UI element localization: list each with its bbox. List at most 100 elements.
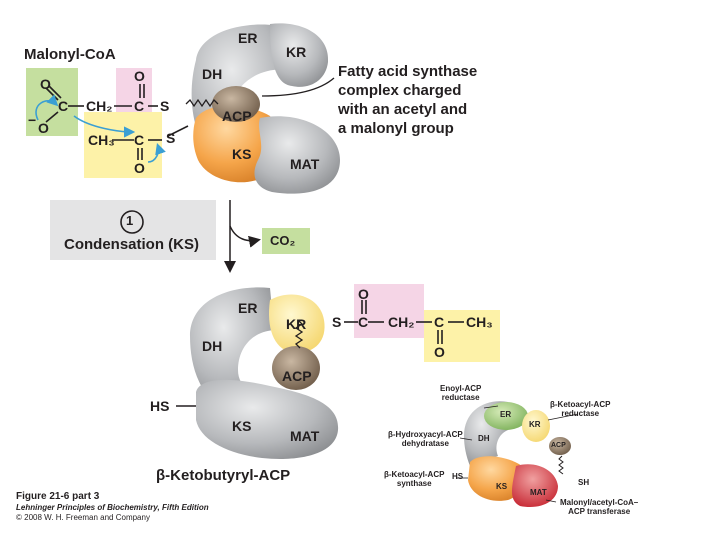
inset-ketoacyl-red-line-2: reductase [561, 409, 600, 418]
top-mat-domain [254, 116, 340, 194]
step-number: 1 [126, 213, 134, 228]
atom-c-thioester: C [134, 98, 145, 114]
inset-acp-domain [549, 437, 571, 455]
inset-label-ketoacyl-reductase: β-Ketoacyl-ACP reductase [550, 400, 610, 418]
atom-c-acetyl: C [134, 132, 145, 148]
bottom-label-acp: ACP [282, 368, 312, 384]
top-label-acp: ACP [222, 108, 252, 124]
atom-s-acetyl: S [166, 130, 176, 146]
bottom-ks-mat-domain [196, 379, 339, 459]
inset-label-transferase: Malonyl/acetyl-CoA– ACP transferase [560, 498, 638, 516]
description-line-2: complex charged [338, 82, 462, 99]
description-line-3: with an acetyl and [338, 101, 468, 118]
top-phosphopantetheine-arm [185, 98, 219, 108]
inset-kr-domain [522, 410, 550, 442]
co2-label: CO₂ [270, 233, 296, 248]
top-label-dh: DH [202, 66, 223, 82]
inset-enoyl-line-2: reductase [441, 393, 480, 402]
malonyl-bonds [45, 84, 189, 160]
top-ks-domain [193, 105, 277, 183]
top-tether-line [261, 77, 335, 97]
top-enzyme-complex [185, 23, 340, 194]
top-label-er: ER [238, 30, 258, 46]
atom-o-top-4: O [134, 160, 145, 176]
atom-c-bottom-2: C [434, 314, 445, 330]
top-acp-domain [212, 86, 260, 122]
atom-o-bottom-2: O [434, 344, 445, 360]
inset-hydroxyacyl-line-2: dehydratase [401, 439, 449, 448]
acetyl-box [84, 112, 162, 178]
description-line-4: a malonyl group [338, 120, 454, 137]
top-kr-domain [270, 23, 329, 87]
figure-caption: Figure 21-6 part 3 Lehninger Principles … [16, 491, 209, 522]
product-yellow-box [424, 310, 500, 362]
step-label: Condensation (KS) [64, 236, 199, 253]
inset-ketoacyl-red-line-1: β-Ketoacyl-ACP [550, 400, 611, 409]
caption-figure-number: Figure 21-6 part 3 [16, 491, 100, 502]
description-line-1: Fatty acid synthase [338, 63, 478, 80]
group-ch2-top: CH₂ [86, 98, 113, 114]
step-number-circle [120, 210, 144, 234]
inset-ks-label: KS [496, 482, 508, 491]
bottom-label-dh: DH [202, 338, 223, 354]
atom-s-malonyl: S [160, 98, 170, 114]
bottom-label-hs: HS [150, 398, 170, 414]
atom-c-carboxyl: C [58, 98, 69, 114]
inset-ketoacyl-syn-line-1: β-Ketoacyl-ACP [384, 470, 445, 479]
ketobutyryl-acp-title: β-Ketobutyryl-ACP [156, 467, 291, 484]
bottom-label-mat: MAT [290, 428, 320, 444]
atom-o-top-2: O [40, 76, 51, 92]
inset-transferase-line-1: Malonyl/acetyl-CoA– [560, 498, 639, 507]
inset-label-ketoacyl-synthase: β-Ketoacyl-ACP synthase [384, 470, 444, 488]
top-label-ks: KS [232, 146, 252, 162]
inset-enzyme-diagram [456, 401, 579, 508]
atom-o-top-1: O [134, 68, 145, 84]
bottom-label-ks: KS [232, 418, 252, 434]
malonyl-coa-title: Malonyl-CoA [24, 46, 116, 63]
electron-arrow-carbonyl [147, 142, 166, 163]
bottom-kr-domain [268, 294, 325, 353]
inset-kr-label: KR [529, 420, 541, 429]
top-label-mat: MAT [290, 156, 320, 172]
bottom-phosphopantetheine-arm [294, 319, 304, 349]
inset-label-enoyl: Enoyl-ACP reductase [440, 384, 481, 402]
inset-ks-domain [468, 456, 526, 501]
inset-ketoacyl-syn-line-2: synthase [396, 479, 432, 488]
inset-transferase-line-2: ACP transferase [568, 507, 631, 516]
inset-er-label: ER [500, 410, 512, 419]
condensation-step-box [50, 200, 216, 260]
inset-label-hydroxyacyl: β-Hydroxyacyl-ACP dehydratase [388, 430, 463, 448]
co2-box [262, 228, 310, 254]
co2-release-arrow [229, 225, 261, 248]
malonyl-thioester-box [116, 68, 152, 112]
charge-minus: − [28, 112, 37, 128]
group-ch3-top: CH₃ [88, 132, 115, 148]
inset-arm [558, 455, 564, 475]
caption-copyright: © 2008 W. H. Freeman and Company [16, 513, 150, 522]
atom-o-bottom-1: O [358, 286, 369, 302]
bottom-enzyme-complex [190, 287, 339, 459]
bottom-dh-er-domain [190, 287, 274, 402]
caption-book: Lehninger Principles of Biochemistry, Fi… [16, 503, 209, 512]
group-ch3-bottom: CH₃ [466, 314, 493, 330]
inset-mat-domain [512, 464, 558, 508]
atom-s-bottom: S [332, 314, 342, 330]
bottom-label-er: ER [238, 300, 258, 316]
atom-c-bottom-1: C [358, 314, 369, 330]
electron-arrow-decarboxylation [35, 94, 59, 121]
atom-o-top-3: O [38, 120, 49, 136]
inset-enoyl-line-1: Enoyl-ACP [440, 384, 482, 393]
electron-arrow-attack [73, 115, 136, 138]
product-bonds [176, 300, 464, 407]
inset-hydroxyacyl-line-1: β-Hydroxyacyl-ACP [388, 430, 463, 439]
inset-er-domain [484, 402, 528, 430]
bottom-label-kr: KR [286, 316, 307, 332]
top-label-kr: KR [286, 44, 307, 60]
group-ch2-bottom: CH₂ [388, 314, 415, 330]
inset-leader-lines [456, 405, 579, 503]
complex-description: Fatty acid synthase complex charged with… [338, 62, 477, 138]
inset-sh-label: SH [578, 478, 590, 487]
inset-acp-label: ACP [551, 442, 566, 449]
inset-mat-label: MAT [530, 488, 547, 497]
